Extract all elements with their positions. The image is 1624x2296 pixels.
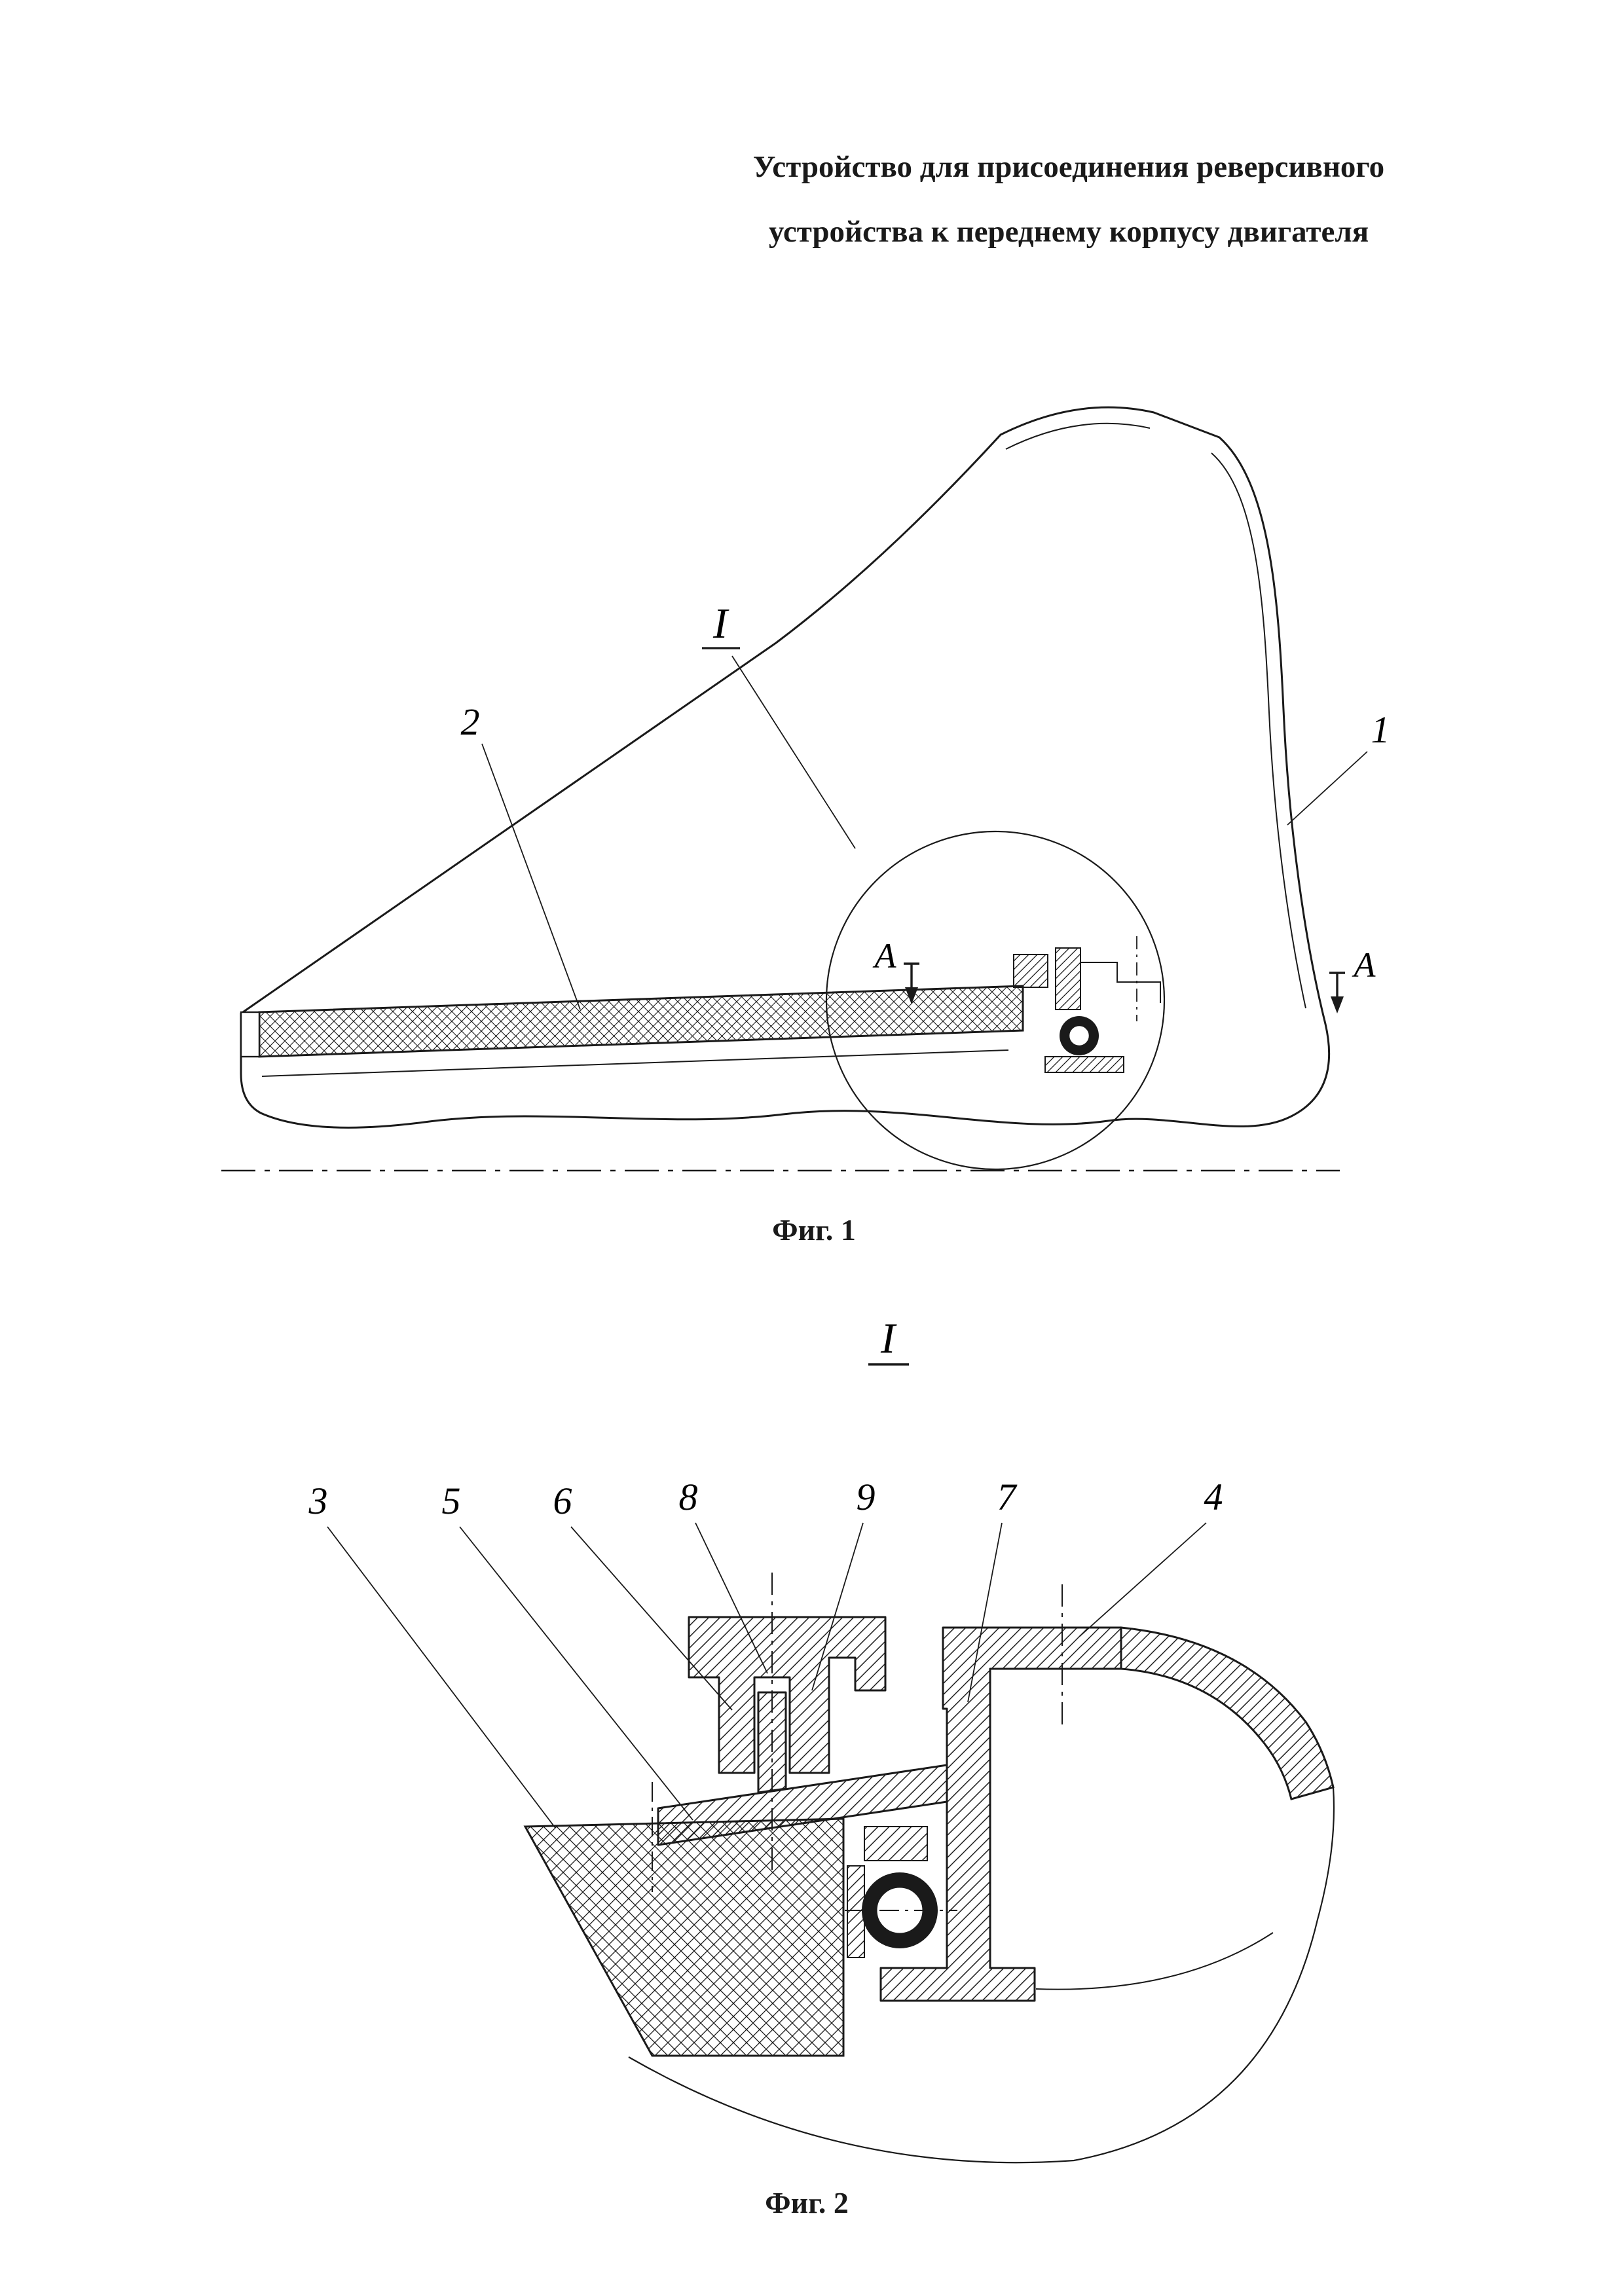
fig2-seal-clamp (864, 1826, 928, 1861)
fig2-panel-core (523, 1817, 845, 2057)
fig1-detail-circle (825, 830, 1166, 1171)
page-title-line-1: Устройство для присоединения реверсивног… (752, 150, 1385, 184)
fig1-section-label-a-right: A (1352, 945, 1376, 985)
fig1-panel-left-cap (240, 1011, 261, 1058)
fig1-acoustic-panel (258, 985, 1024, 1058)
figure-1-caption: Фиг. 1 (772, 1213, 856, 1247)
fig2-leader-part-5 (459, 1526, 693, 1821)
fig1-section-arrow-right (1329, 972, 1345, 1013)
fig1-panel-backing-line (261, 1049, 1009, 1077)
fig1-leader-part-1 (1287, 751, 1368, 826)
fig2-right-bracket (879, 1626, 1122, 2002)
fig1-joint-hook (1013, 954, 1048, 988)
figure-1-drawing: I 2 1 A A (221, 406, 1390, 1172)
fig1-inner-skin-line (1211, 452, 1306, 1009)
fig2-leader-part-3 (327, 1526, 556, 1829)
fig2-leader-part-6 (570, 1526, 733, 1711)
fig1-leader-part-2 (481, 743, 581, 1010)
fig2-hook-bracket (688, 1616, 887, 1774)
fig2-part-label-5: 5 (442, 1480, 461, 1522)
fig2-part-label-7: 7 (997, 1476, 1018, 1518)
figure-2-caption: Фиг. 2 (765, 2186, 849, 2219)
fig2-leader-part-8 (695, 1522, 768, 1674)
fig1-joint-lower-strip (1044, 1056, 1124, 1073)
figure-2-drawing: I 3 5 6 8 (308, 1315, 1335, 2164)
fig1-section-arrow-left (904, 962, 919, 1004)
fig2-casing-interior-line (1035, 1932, 1274, 1990)
fig1-section-label-a-left: A (873, 936, 897, 975)
fig1-crown-inner-line (1005, 422, 1151, 450)
fig1-part-label-1: 1 (1371, 708, 1390, 751)
fig1-nacelle-outline (240, 406, 1331, 1129)
fig2-part-label-9: 9 (857, 1476, 876, 1518)
fig2-leader-part-4 (1079, 1522, 1207, 1637)
fig2-part-label-3: 3 (308, 1480, 328, 1522)
fig1-detail-label: I (712, 600, 729, 647)
fig1-seal-bolt (1067, 1024, 1091, 1048)
fig2-part-label-4: 4 (1204, 1476, 1223, 1518)
page-title: Устройство для присоединения реверсивног… (545, 152, 1593, 282)
page-title-line-2: устройства к переднему корпусу двигателя (768, 215, 1369, 249)
fig2-detail-label: I (880, 1315, 897, 1362)
fig1-part-label-2: 2 (461, 701, 480, 743)
fig2-part-label-6: 6 (553, 1480, 572, 1522)
fig1-joint-step-line (1080, 962, 1161, 1003)
fig2-leader-part-7 (967, 1522, 1003, 1703)
fig1-joint-bracket (1055, 947, 1081, 1010)
fig1-leader-detail-i (731, 655, 856, 849)
fig2-part-label-8: 8 (679, 1476, 698, 1518)
fig2-casing-wall (1120, 1626, 1335, 1800)
fig2-leader-part-9 (811, 1522, 864, 1691)
fig2-detail-bubble-edge (628, 1787, 1335, 2164)
